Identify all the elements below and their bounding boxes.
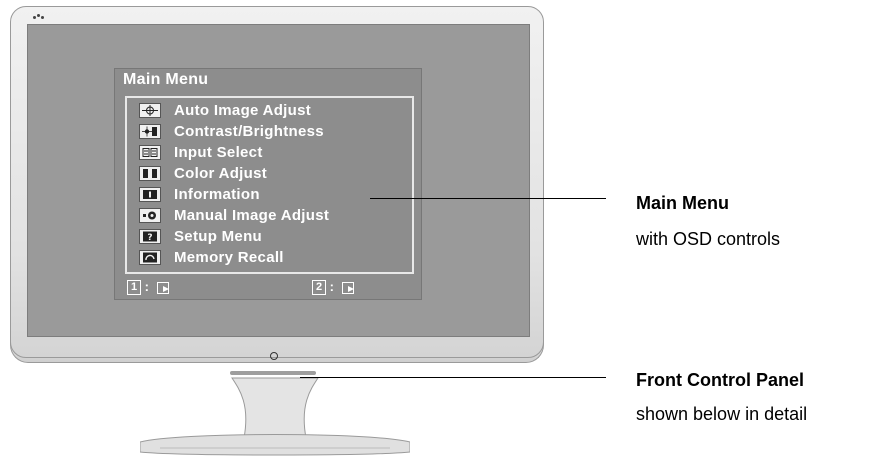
key-1-badge: 1: [127, 280, 141, 296]
color-adjust-icon: [139, 166, 161, 181]
osd-item-setup-menu[interactable]: ? Setup Menu: [139, 227, 409, 247]
power-button[interactable]: [270, 352, 278, 360]
crosshair-icon: [139, 103, 161, 118]
input-select-icon: [139, 145, 161, 160]
osd-item-information[interactable]: Information: [139, 185, 409, 205]
osd-title: Main Menu: [123, 71, 209, 88]
osd-footer-key1[interactable]: 1 :: [127, 279, 169, 296]
osd-main-menu: Main Menu Auto Image Adjust Contrast/Bri…: [114, 68, 422, 300]
manual-adjust-icon: [139, 208, 161, 223]
osd-item-color-adjust[interactable]: Color Adjust: [139, 164, 409, 184]
osd-item-label: Memory Recall: [174, 249, 284, 266]
osd-item-label: Manual Image Adjust: [174, 207, 330, 224]
front-panel-leader-line: [300, 377, 606, 378]
key-2-badge: 2: [312, 280, 326, 296]
question-icon: ?: [139, 229, 161, 244]
main-menu-callout-subtitle: with OSD controls: [636, 229, 781, 249]
enter-icon: [341, 281, 354, 294]
main-menu-leader-line: [370, 198, 606, 199]
osd-item-label: Contrast/Brightness: [174, 123, 324, 140]
osd-footer-key2[interactable]: 2 :: [312, 279, 354, 296]
osd-item-label: Information: [174, 186, 260, 203]
osd-item-memory-recall[interactable]: Memory Recall: [139, 248, 409, 268]
front-panel-callout-title: Front Control Panel: [636, 370, 804, 390]
osd-item-auto-image-adjust[interactable]: Auto Image Adjust: [139, 101, 409, 121]
key-separator: :: [329, 279, 334, 294]
front-control-panel[interactable]: [230, 371, 316, 375]
memory-recall-icon: [139, 250, 161, 265]
osd-item-input-select[interactable]: Input Select: [139, 143, 409, 163]
osd-item-label: Color Adjust: [174, 165, 268, 182]
brightness-icon: [139, 124, 161, 139]
information-icon: [139, 187, 161, 202]
osd-item-label: Input Select: [174, 144, 263, 161]
front-panel-callout-subtitle: shown below in detail: [636, 404, 808, 424]
monitor-stand: [140, 377, 410, 456]
osd-item-label: Setup Menu: [174, 228, 262, 245]
key-separator: :: [144, 279, 149, 294]
svg-text:?: ?: [147, 233, 152, 242]
osd-item-contrast-brightness[interactable]: Contrast/Brightness: [139, 122, 409, 142]
main-menu-callout-title: Main Menu: [636, 193, 729, 213]
exit-icon: [156, 281, 169, 294]
osd-menu-list: Auto Image Adjust Contrast/Brightness In…: [125, 96, 414, 274]
osd-item-label: Auto Image Adjust: [174, 102, 312, 119]
osd-item-manual-image-adjust[interactable]: Manual Image Adjust: [139, 206, 409, 226]
brand-logo-icon: [33, 14, 45, 20]
